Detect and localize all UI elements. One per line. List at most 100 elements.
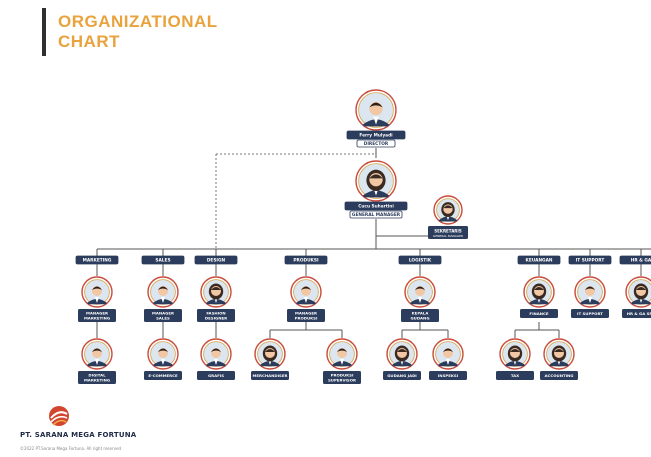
role-label-text: E-COMMERCE: [148, 373, 178, 378]
department-7-header: IT SUPPORT: [568, 255, 612, 265]
avatar-fringe: [397, 349, 407, 352]
pill-text: DESIGN: [207, 258, 226, 264]
role-label: TAX: [496, 371, 534, 380]
role-label-text: SUPERVISOR: [328, 378, 356, 383]
role-label-text: GUDANG JADI: [387, 373, 417, 378]
pill-text: Ferry Mulyadi: [359, 133, 393, 139]
avatar-fringe: [554, 349, 564, 352]
role-avatar: [200, 276, 232, 308]
avatar-shirt: [588, 297, 592, 303]
secretary-label-sub: GENERAL MANAGER: [433, 234, 463, 238]
role-label-text: HR & GA SPV: [627, 311, 651, 316]
role-avatar: [200, 338, 232, 370]
director-title: DIRECTOR: [356, 139, 396, 148]
role-avatar: [147, 338, 179, 370]
role-label-text: PRODUKSI: [295, 316, 318, 321]
page-title-line-1: ORGANIZATIONAL: [58, 12, 218, 31]
company-name: PT. SARANA MEGA FORTUNA: [20, 431, 137, 439]
role-avatar: [81, 338, 113, 370]
role-label-bg: [144, 371, 182, 380]
avatar-fringe: [265, 349, 275, 352]
gm-name: Cucu Suhartini: [344, 201, 408, 211]
role-label-bg: [622, 309, 651, 318]
role-label-bg: [540, 371, 578, 380]
avatar-shirt: [95, 297, 99, 303]
role-label-text: MARKETING: [84, 378, 110, 383]
role-label-text: MANAGER: [86, 311, 108, 316]
role-avatar: [574, 276, 606, 308]
avatar-hair: [158, 348, 168, 352]
title-accent-bar: [42, 8, 46, 56]
role-label-text: TAX: [511, 373, 519, 378]
avatar-shirt: [304, 297, 308, 303]
avatar-fringe: [211, 287, 221, 290]
avatar-fringe: [510, 349, 520, 352]
role-label-bg: [571, 309, 609, 318]
pill-text: HR & GA: [631, 258, 651, 264]
role-label-bg: [287, 309, 325, 322]
pill-bg: [344, 201, 408, 211]
page-title-line-2: CHART: [58, 32, 120, 51]
avatar-hair: [585, 286, 595, 290]
role-label-bg: [78, 371, 116, 384]
avatar-fringe: [636, 287, 646, 290]
role-label: GUDANG JADI: [383, 371, 421, 380]
role-label-bg: [197, 371, 235, 380]
role-avatar: [523, 276, 555, 308]
department-3-header: DESIGN: [194, 255, 238, 265]
pill-bg: [356, 139, 396, 148]
role-avatar: [404, 276, 436, 308]
role-label-text: SALES: [156, 316, 170, 321]
role-label-bg: [520, 309, 558, 318]
role-label: MERCHANDISER: [251, 371, 289, 380]
role-label-text: MARKETING: [84, 316, 110, 321]
pill-text: MARKETING: [83, 258, 112, 264]
pill-bg: [349, 210, 403, 219]
role-label-text: KEPALA: [412, 311, 429, 316]
avatar-shirt: [373, 116, 379, 125]
role-label-text: DESIGNER: [205, 316, 227, 321]
avatar-hair: [443, 348, 453, 352]
pill-text: PRODUKSI: [293, 258, 319, 264]
avatar-shirt: [340, 359, 344, 365]
role-label-bg: [144, 309, 182, 322]
role-label-bg: [383, 371, 421, 380]
role-label: HR & GA SPV: [622, 309, 651, 318]
avatar-shirt: [161, 359, 165, 365]
gm-avatar: [355, 160, 397, 202]
company-logo-icon: [49, 406, 69, 426]
secretary-avatar: [433, 195, 463, 225]
department-8-header: HR & GA: [619, 255, 651, 265]
pill-text: SALES: [155, 258, 170, 264]
department-6-header: KEUANGAN: [517, 255, 561, 265]
role-label-bg: [429, 371, 467, 380]
avatar-shirt: [418, 297, 422, 303]
role-avatar: [326, 338, 358, 370]
role-avatar: [147, 276, 179, 308]
avatar-shirt: [446, 359, 450, 365]
role-label-text: MANAGER: [152, 311, 174, 316]
role-label: INSPEKSI: [429, 371, 467, 380]
role-avatar: [499, 338, 531, 370]
page-title: ORGANIZATIONAL CHART: [58, 12, 218, 52]
director-name: Ferry Mulyadi: [346, 130, 406, 140]
role-label-text: FASHION: [206, 311, 225, 316]
pill-text: KEUANGAN: [526, 258, 553, 264]
department-2-header: SALES: [141, 255, 185, 265]
role-label-text: GUDANG: [410, 316, 429, 321]
role-label-bg: [401, 309, 439, 322]
role-label-text: MANAGER: [295, 311, 317, 316]
pill-text: DIRECTOR: [364, 141, 389, 147]
copyright-text: ©2022 PT.Sarana Mega Fortuna. All right …: [20, 446, 121, 451]
role-label-text: ACCOUNTING: [545, 373, 574, 378]
avatar-shirt: [214, 359, 218, 365]
gm-title: GENERAL MANAGER: [349, 210, 403, 219]
role-label: FINANCE: [520, 309, 558, 318]
role-label-bg: [197, 309, 235, 322]
avatar-shirt: [95, 359, 99, 365]
pill-text: LOGISTIK: [409, 258, 432, 264]
